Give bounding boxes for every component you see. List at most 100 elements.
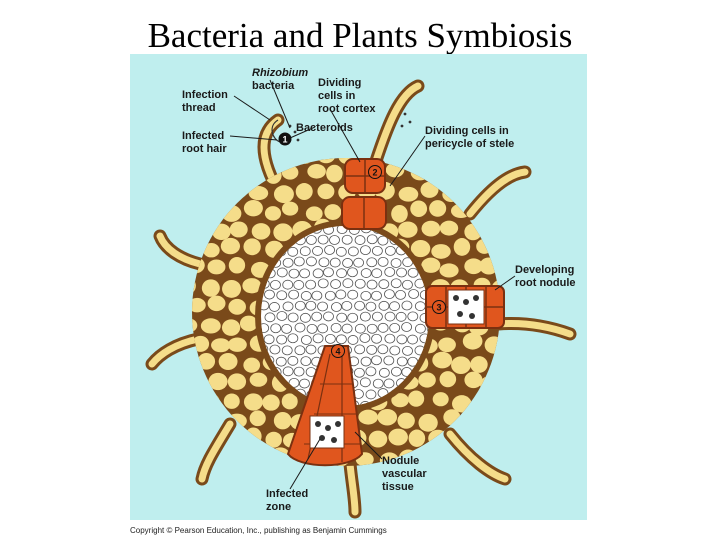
stele-cell	[312, 333, 324, 344]
stele-cell	[330, 322, 342, 333]
cortex-cell	[469, 433, 488, 448]
stele-cell	[347, 246, 359, 257]
cortex-cell	[484, 336, 500, 354]
cortex-cell	[192, 391, 196, 408]
cortex-cell	[464, 258, 483, 275]
stele-cell	[401, 322, 413, 332]
stele-cell	[378, 279, 390, 290]
cortex-cell	[206, 185, 226, 203]
cortex-cell	[228, 298, 246, 315]
cortex-cell	[211, 338, 231, 353]
stele-cell	[366, 234, 378, 245]
cortex-cell	[192, 222, 209, 241]
stele-cell	[300, 291, 312, 301]
cortex-cell	[262, 394, 280, 411]
cortex-cell	[421, 257, 441, 273]
stele-cell	[347, 289, 359, 300]
stele-cell	[372, 378, 384, 389]
stele-cell	[354, 344, 366, 355]
stele-cell	[354, 367, 365, 378]
cortex-cell	[417, 450, 438, 466]
stele-cell	[347, 312, 359, 323]
cortex-cell	[418, 372, 436, 388]
cortex-cell	[316, 158, 336, 164]
infection-thread	[271, 119, 281, 143]
slide-title: Bacteria and Plants Symbiosis	[147, 16, 573, 55]
stele-cell	[384, 289, 395, 300]
svg-text:4: 4	[335, 347, 340, 357]
cortex-cell	[506, 300, 524, 315]
cortex-cell	[475, 394, 494, 411]
cortex-cell	[433, 162, 451, 181]
stele-cell	[323, 267, 334, 278]
label-infected-zone-1: Infected	[266, 488, 308, 500]
stele-cell	[299, 378, 310, 389]
cortex-cell	[212, 223, 231, 240]
cortex-cell	[192, 373, 206, 388]
stele-cell	[270, 323, 282, 334]
stele-cell	[300, 312, 311, 323]
stele-cell	[317, 278, 329, 289]
cortex-cell	[432, 392, 449, 407]
stele-cell	[282, 257, 294, 268]
developing-nodule	[425, 285, 505, 329]
svg-text:3: 3	[436, 303, 441, 313]
stele-cell	[305, 300, 317, 311]
cortex-cell	[197, 353, 216, 370]
cortex-cell	[231, 180, 248, 199]
label-vascular-3: tissue	[382, 481, 414, 493]
stele-cell	[288, 377, 300, 388]
cortex-cell	[474, 166, 491, 185]
stele-cell	[396, 356, 408, 367]
diagram-canvas: 1 2 3 4 Rhizobium bacteria Infection thr…	[145, 67, 577, 519]
stele-cell	[288, 268, 300, 279]
label-infected-hair-2: root hair	[182, 143, 227, 155]
cortex-cell	[398, 221, 418, 238]
stele-cell	[318, 257, 330, 268]
label-infection-thread-2: thread	[182, 102, 216, 114]
stele-cell	[305, 235, 317, 245]
stele-cell	[335, 246, 347, 257]
cortex-cell	[222, 164, 242, 180]
stele-cell	[371, 245, 383, 256]
stele-cell	[329, 257, 341, 268]
cortex-cell	[420, 181, 439, 198]
cortex-cell	[439, 220, 459, 236]
stele-cell	[311, 311, 323, 322]
cortex-cell	[264, 206, 282, 221]
cortex-cell	[192, 412, 208, 429]
cortex-cell	[243, 238, 261, 256]
stele-cell	[390, 278, 402, 289]
stele-cell	[366, 323, 378, 334]
step-marker-3: 3	[432, 300, 446, 314]
svg-text:1: 1	[282, 135, 287, 145]
cortex-cell	[503, 448, 522, 462]
stele-cell	[395, 289, 406, 300]
stele-cell	[371, 355, 382, 366]
stele-cell	[396, 334, 408, 345]
stele-cell	[312, 246, 323, 256]
cortex-cell	[305, 206, 323, 221]
stele-cell	[384, 333, 396, 344]
cortex-cell	[222, 279, 242, 298]
stele-cell	[384, 245, 396, 256]
root-nodule-diagram: 1 2 3 4 Rhizobium bacteria Infection thr…	[130, 54, 587, 520]
stele-cell	[324, 290, 336, 301]
cortex-cell	[281, 393, 298, 410]
stele-cell	[276, 267, 288, 278]
stele-cell	[402, 345, 413, 356]
cortex-cell	[476, 238, 493, 254]
stele-cell	[324, 245, 335, 255]
stele-cell	[360, 268, 372, 278]
cortex-cell	[462, 332, 483, 350]
cortex-cell	[431, 244, 451, 259]
step-marker-1: 1	[278, 132, 292, 146]
cortex-cell	[281, 165, 299, 180]
stele-cell	[389, 301, 400, 312]
cortex-cell	[391, 393, 409, 408]
cortex-cell	[495, 243, 500, 259]
stele-cell	[299, 246, 311, 257]
cortex-cell	[464, 371, 483, 389]
cortex-cell	[432, 351, 453, 369]
cortex-cell	[443, 409, 461, 426]
